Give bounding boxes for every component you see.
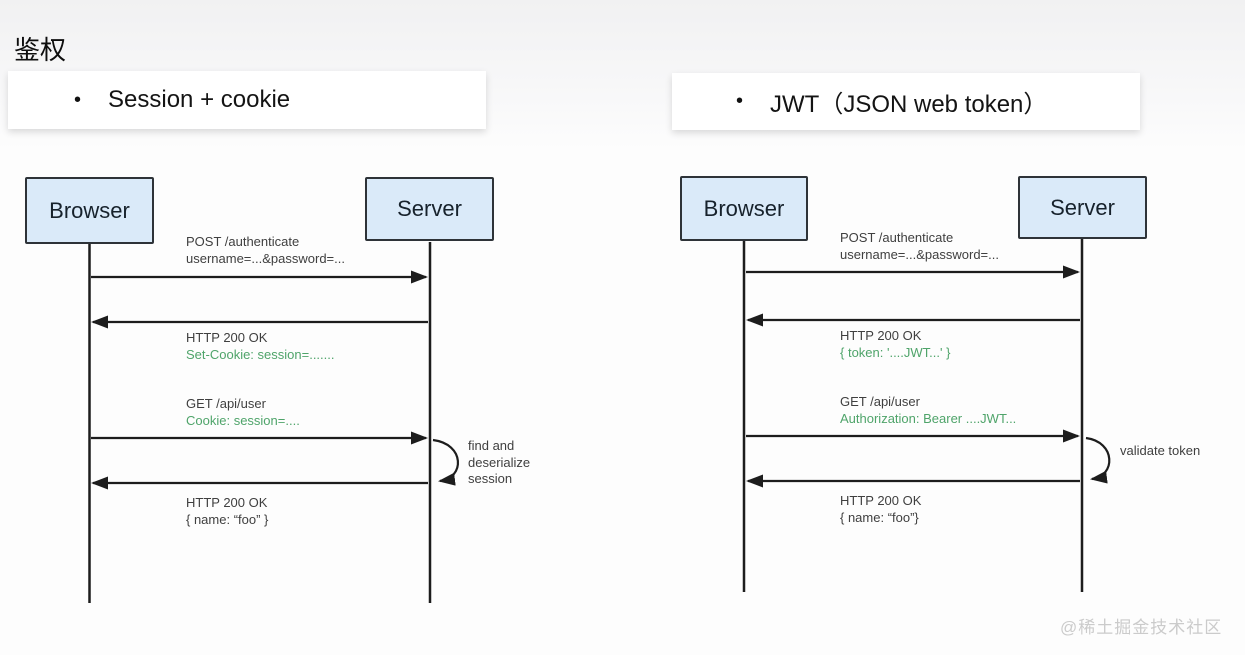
message-line: POST /authenticate	[840, 230, 954, 245]
message-line: GET /api/user	[840, 394, 920, 409]
message-200-token-jwt: HTTP 200 OK { token: '....JWT...' }	[840, 328, 950, 361]
message-post-authenticate-session: POST /authenticate username=...&password…	[186, 234, 345, 267]
actor-box-browser-jwt: Browser	[680, 176, 808, 241]
actor-box-server-jwt: Server	[1018, 176, 1147, 239]
message-line: GET /api/user	[186, 396, 266, 411]
actor-box-server-session: Server	[365, 177, 494, 241]
page-title: 鉴权	[14, 35, 67, 65]
message-line-green: Authorization: Bearer ....JWT...	[840, 410, 1017, 426]
message-200-name-foo-jwt: HTTP 200 OK { name: “foo”}	[840, 493, 921, 526]
message-200-setcookie: HTTP 200 OK Set-Cookie: session=.......	[186, 330, 334, 363]
message-200-name-foo-session: HTTP 200 OK { name: “foo” }	[186, 495, 268, 528]
bullet-label-jwt: JWT（JSON web token）	[770, 91, 1048, 118]
note-find-deserialize-session: find and deserialize session	[468, 438, 530, 488]
message-line: { name: “foo” }	[186, 511, 269, 527]
message-line: { name: “foo”}	[840, 509, 919, 525]
actor-box-browser-session: Browser	[25, 177, 154, 244]
message-post-authenticate-jwt: POST /authenticate username=...&password…	[840, 230, 999, 263]
bullet-label-session-cookie: Session + cookie	[108, 86, 291, 113]
message-line-green: Set-Cookie: session=.......	[186, 346, 335, 362]
message-get-api-user-session: GET /api/user Cookie: session=....	[186, 396, 300, 429]
bullet-icon: •	[74, 88, 82, 111]
bullet-icon: •	[736, 90, 744, 112]
message-line: HTTP 200 OK	[186, 330, 268, 345]
message-get-api-user-jwt: GET /api/user Authorization: Bearer ....…	[840, 394, 1016, 427]
watermark: @稀土掘金技术社区	[1060, 618, 1223, 637]
note-validate-token: validate token	[1120, 443, 1200, 460]
message-line-green: Cookie: session=....	[186, 412, 300, 428]
self-loop-find-session	[432, 438, 459, 486]
message-line: HTTP 200 OK	[186, 495, 268, 510]
note-line: find and	[468, 438, 515, 453]
bullet-card-jwt: • JWT（JSON web token）	[672, 73, 1140, 130]
message-line: username=...&password=...	[840, 246, 999, 262]
message-line: HTTP 200 OK	[840, 328, 922, 343]
message-line-green: { token: '....JWT...' }	[840, 344, 951, 360]
message-line: HTTP 200 OK	[840, 493, 922, 508]
message-line: POST /authenticate	[186, 234, 300, 249]
message-line: username=...&password=...	[186, 250, 345, 266]
note-line: session	[468, 471, 513, 486]
note-line: validate token	[1120, 443, 1201, 458]
note-line: deserialize	[468, 454, 531, 470]
self-loop-validate-token	[1085, 436, 1111, 484]
bullet-card-session-cookie: • Session + cookie	[8, 71, 486, 129]
